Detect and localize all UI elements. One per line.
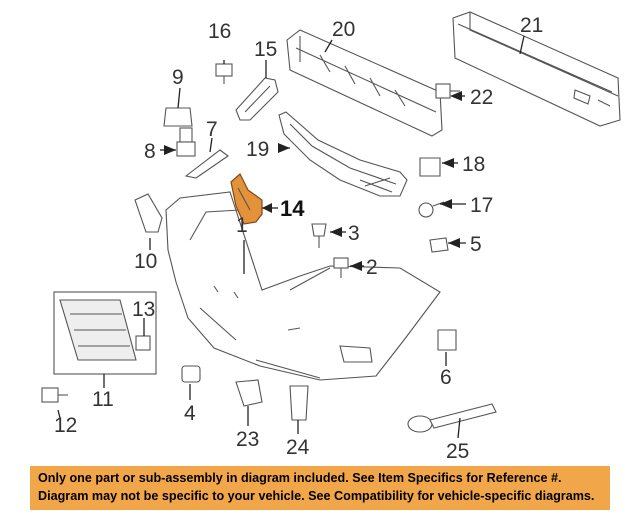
callout-10: 10 [134,250,157,273]
part-8-bolt [176,127,196,157]
callout-15: 15 [254,38,277,61]
part-19-grille [278,111,408,197]
leader-lines [57,35,525,439]
callout-8: 8 [144,140,156,163]
disclaimer-line-2: Diagram may not be specific to your vehi… [38,489,595,503]
callout-22: 22 [470,86,493,109]
callout-4: 4 [184,402,196,425]
callout-5: 5 [470,233,482,256]
callout-18: 18 [462,153,485,176]
highlighted-part [230,173,263,225]
callout-14: 14 [280,196,305,221]
part-16-clip [215,63,233,84]
callout-19: 19 [246,138,269,161]
part-12-bolt [41,387,68,403]
part-23-sensor [235,379,263,407]
part-10-marker [134,193,163,233]
callout-12: 12 [54,414,77,437]
callout-7: 7 [206,118,218,141]
part-15-bracket [235,77,279,121]
part-1-bumper-cover [165,191,441,381]
part-18-clip [419,157,441,177]
part-3-clip [311,223,327,248]
part-21-reinforcement [452,11,621,127]
part-20-absorber [286,29,443,137]
part-7-seal [184,149,229,179]
callout-17: 17 [470,194,493,217]
callout-6: 6 [440,366,452,389]
callout-24: 24 [286,436,310,459]
part-2-bolt [333,257,349,278]
part-5-screw [429,237,449,253]
part-11-license-bracket [53,291,157,375]
callout-3: 3 [348,222,360,245]
disclaimer-line-1: Only one part or sub-assembly in diagram… [38,471,562,485]
part-25-tow-hook [407,403,497,433]
part-9-retainer [163,107,193,127]
part-24-bracket [289,385,309,421]
callout-20: 20 [332,18,355,41]
callout-9: 9 [172,66,184,89]
callout-11: 11 [92,388,114,411]
part-13-fastener [135,335,151,351]
part-4-cap [181,365,201,383]
callout-21: 21 [520,14,543,37]
part-14-bracket-highlighted [230,173,263,225]
callout-23: 23 [236,428,259,451]
part-22-bolt [435,83,460,99]
parts-diagram: 1 2 3 4 5 6 7 8 9 10 11 12 13 14 15 16 1… [41,11,621,462]
part-17-screw [418,201,445,218]
callout-2: 2 [366,256,378,279]
callout-25: 25 [446,440,469,462]
callout-13: 13 [132,298,155,321]
callout-1: 1 [236,214,248,237]
callout-labels: 1 2 3 4 5 6 7 8 9 10 11 12 13 14 15 16 1… [54,14,543,462]
part-6-retainer [437,329,457,351]
disclaimer-banner: Only one part or sub-assembly in diagram… [30,466,610,510]
callout-16: 16 [208,20,231,43]
